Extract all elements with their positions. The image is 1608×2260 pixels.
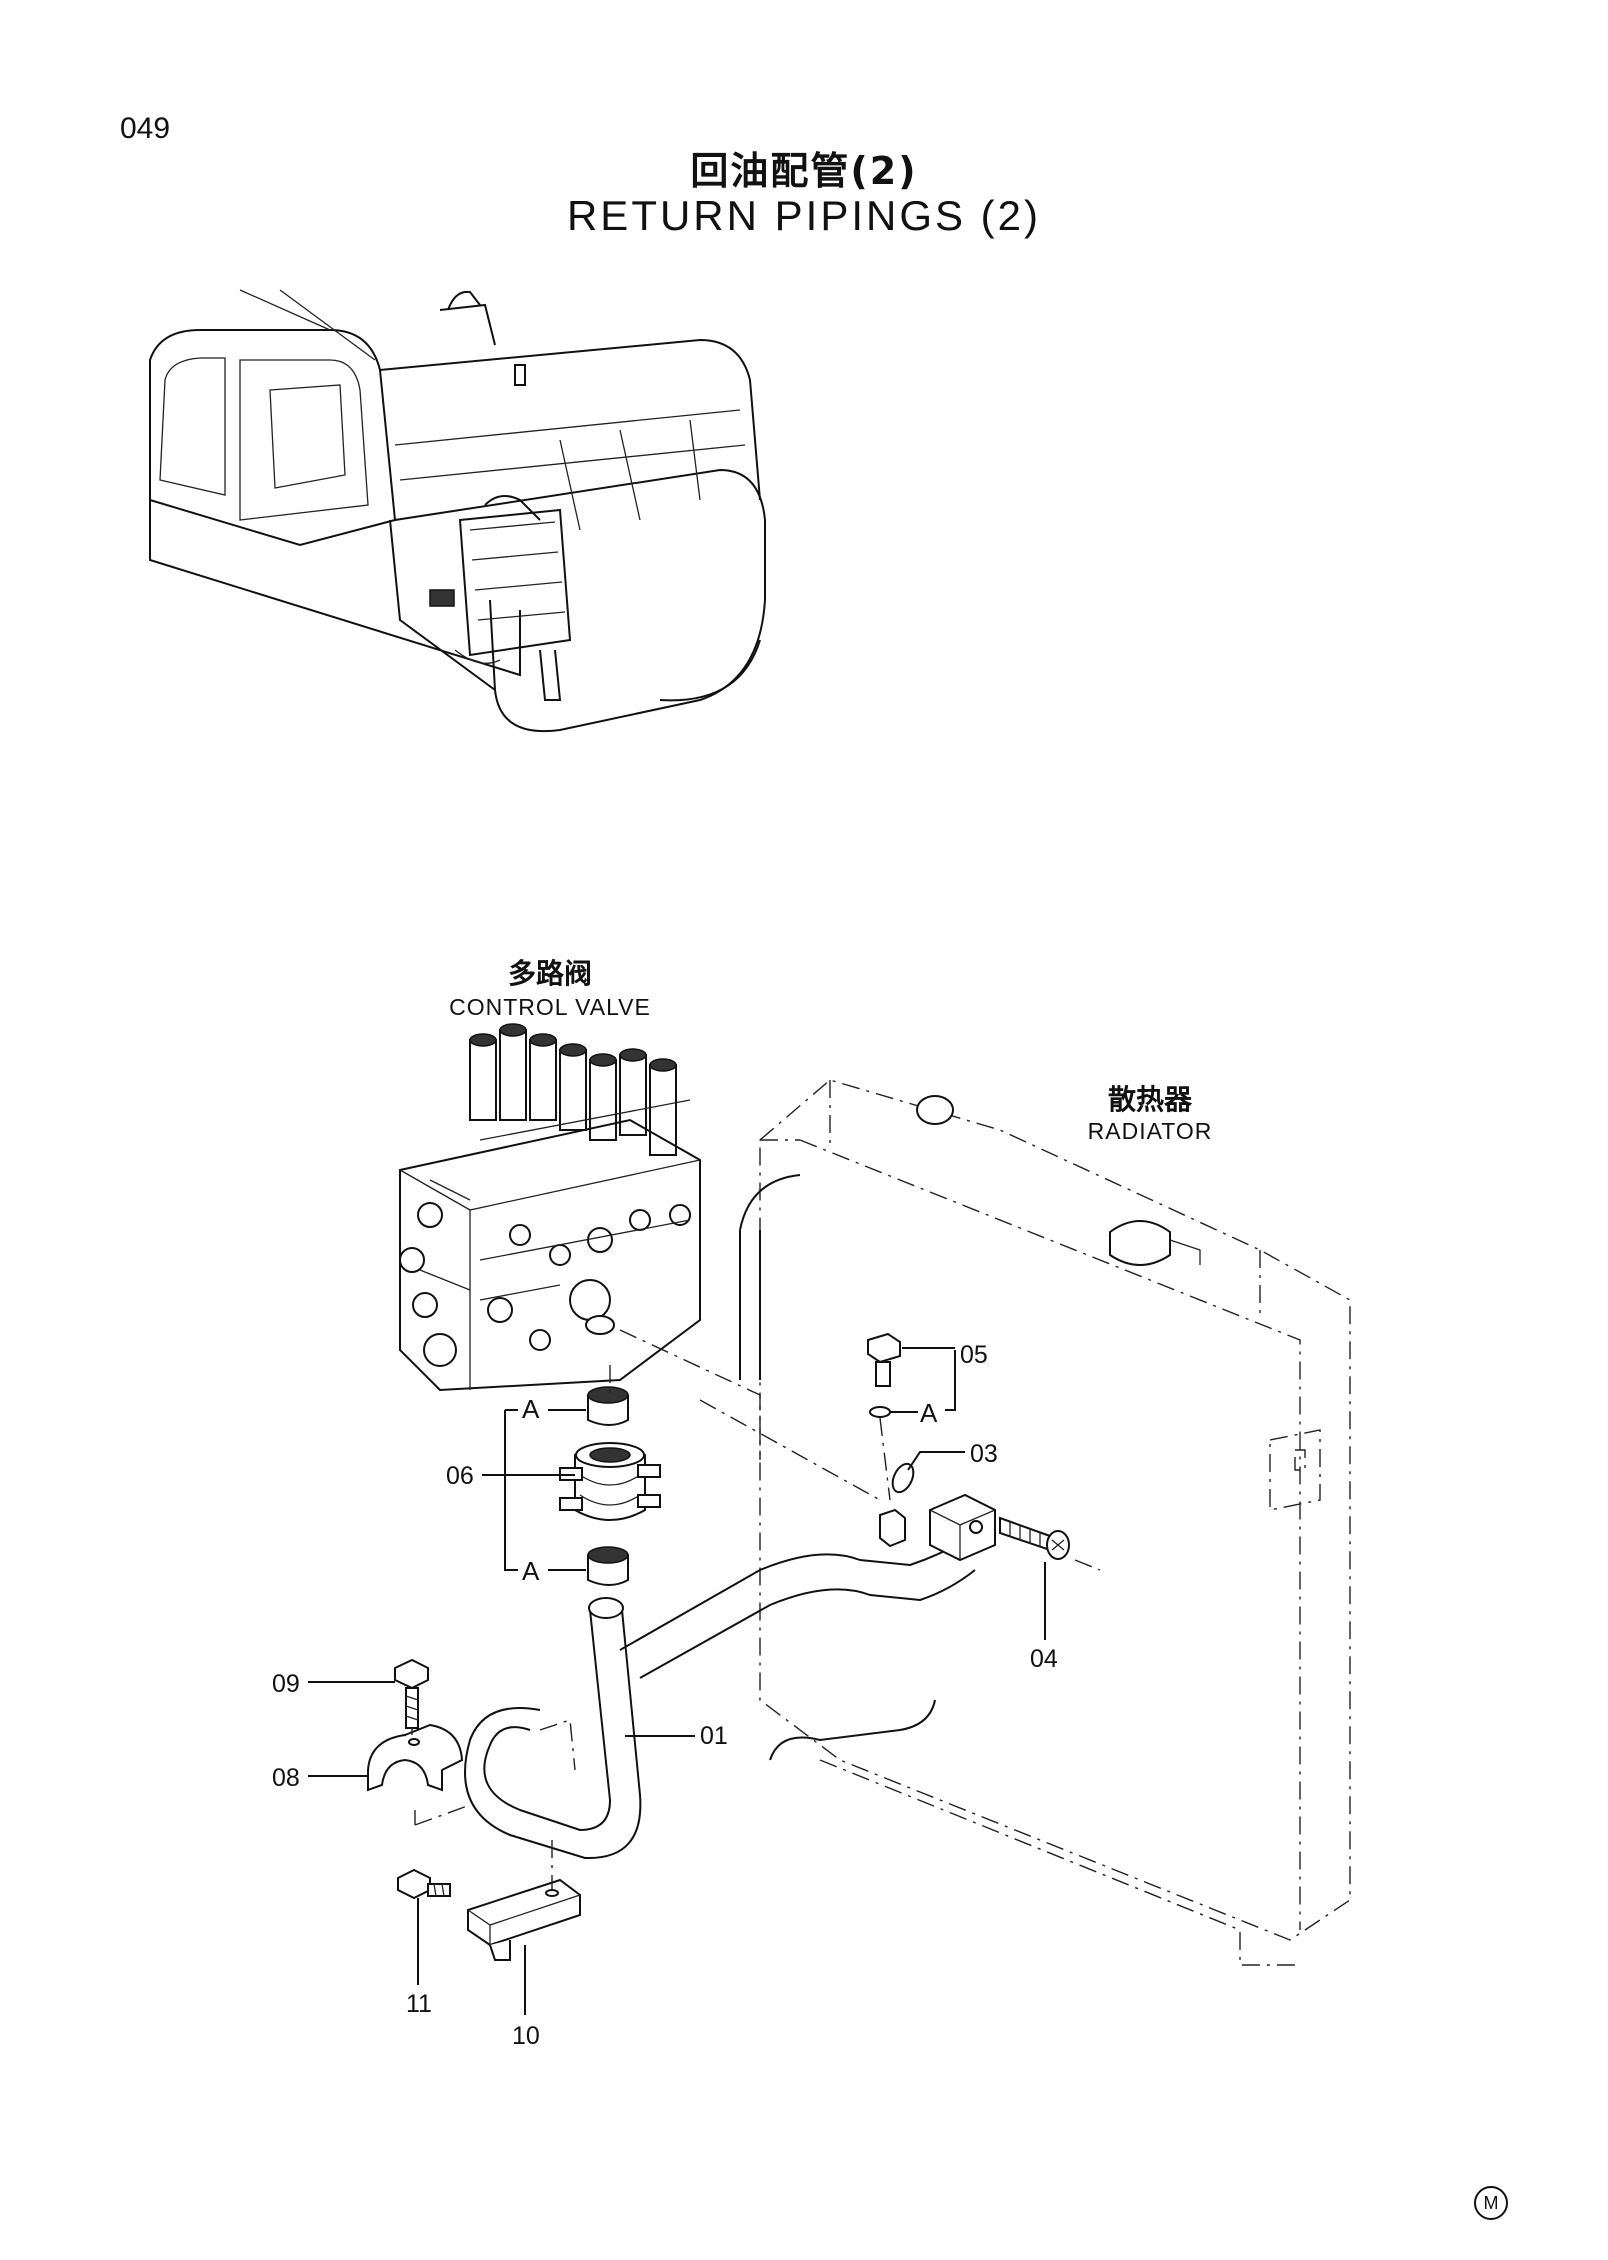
- maker-mark: M: [1474, 2186, 1508, 2220]
- radiator-label-en: RADIATOR: [1087, 1118, 1213, 1144]
- excavator-overview: [149, 289, 766, 733]
- control-valve-drawing: [399, 1023, 701, 1392]
- part-label-09: 09: [272, 1670, 300, 1698]
- radiator-label-cn: 散热器: [1107, 1083, 1192, 1116]
- title-english: RETURN PIPINGS (2): [566, 192, 1042, 239]
- title-chinese: 回油配管(2): [690, 149, 918, 193]
- part-label-11: 11: [406, 1990, 432, 2018]
- excavator-valve-highlight: [429, 495, 572, 701]
- leader-lines: [308, 1347, 1046, 2015]
- control-valve-label-cn: 多路阀: [507, 957, 592, 990]
- ref-a-label-2: A: [522, 1394, 540, 1424]
- part-label-04: 04: [1030, 1645, 1058, 1673]
- ref-a-label-3: A: [522, 1556, 540, 1586]
- ref-a-label-1: A: [920, 1398, 938, 1428]
- part-label-05: 05: [960, 1341, 988, 1369]
- bracket-parts-drawing: [367, 1658, 581, 1961]
- radiator-drawing: [739, 1079, 1351, 1966]
- control-valve-label-en: CONTROL VALVE: [449, 994, 651, 1020]
- clamp-assembly-drawing: [559, 1365, 661, 1586]
- part-label-10: 10: [512, 2022, 540, 2050]
- page-number: 049: [120, 112, 171, 145]
- part-label-08: 08: [272, 1764, 300, 1792]
- part-label-03: 03: [970, 1440, 998, 1468]
- part-label-01: 01: [700, 1722, 728, 1750]
- part-label-06: 06: [446, 1462, 474, 1490]
